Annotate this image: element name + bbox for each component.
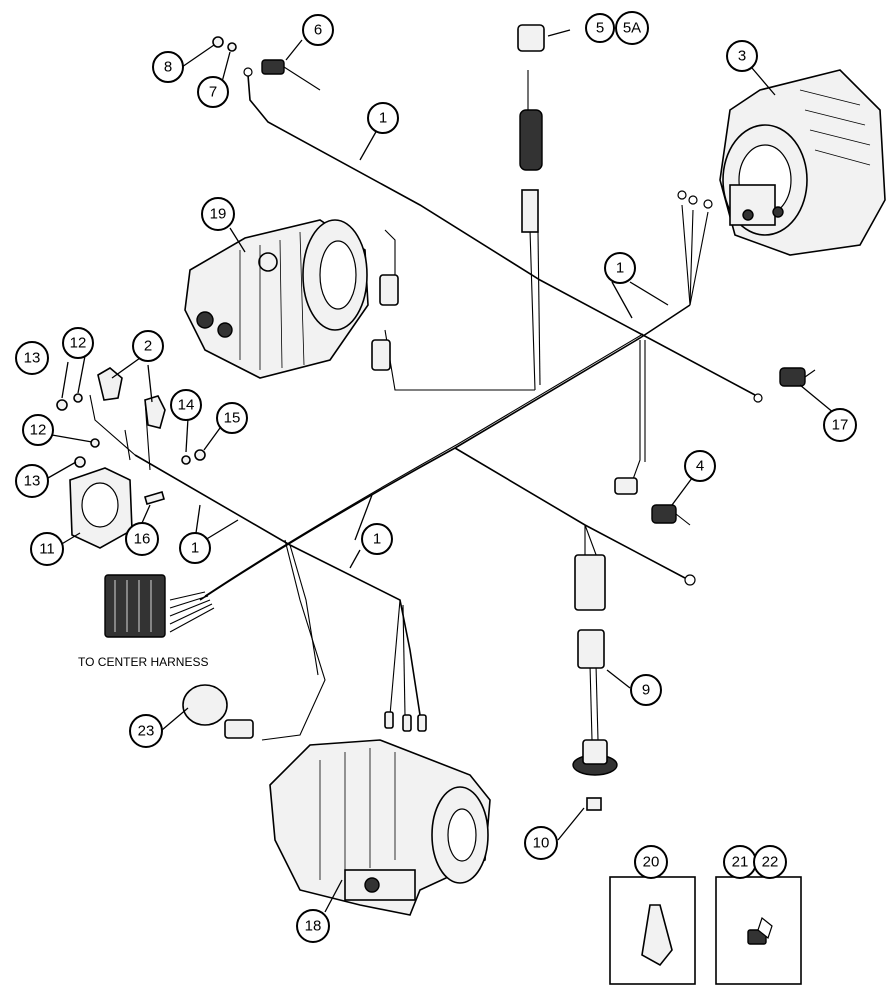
callout-1c-label: 1 (373, 531, 381, 548)
callout-3: 3 (726, 40, 758, 72)
callout-7: 7 (197, 76, 229, 108)
center-harness-connector (104, 574, 166, 638)
callout-2-label: 2 (144, 338, 152, 355)
callout-4-label: 4 (696, 458, 704, 475)
callout-11-label: 11 (39, 541, 55, 558)
callout-11: 11 (30, 532, 64, 566)
detail-box-20 (609, 876, 696, 985)
callout-6: 6 (302, 14, 334, 46)
callout-16-label: 16 (134, 531, 151, 548)
callout-13a: 13 (15, 341, 49, 375)
callout-19: 19 (201, 197, 235, 231)
callout-21: 21 (723, 845, 757, 879)
callout-15: 15 (216, 402, 248, 434)
callout-1d: 1 (179, 532, 211, 564)
connector-9 (572, 554, 618, 811)
pressure-switch-5 (517, 24, 545, 233)
callout-5a-label: 5A (623, 20, 641, 37)
callout-8: 8 (152, 51, 184, 83)
callout-17: 17 (823, 408, 857, 442)
callout-16: 16 (125, 522, 159, 556)
callout-1b: 1 (604, 252, 636, 284)
callout-12b: 12 (22, 414, 54, 446)
starter-motor (269, 739, 491, 916)
callout-14-label: 14 (178, 397, 195, 414)
callout-6-label: 6 (314, 22, 322, 39)
callout-13a-label: 13 (24, 350, 41, 367)
callouts: 5 5A 6 8 7 3 1 19 1 2 12 13 12 13 14 15 … (15, 11, 857, 943)
callout-9-label: 9 (642, 682, 650, 699)
callout-23: 23 (129, 714, 163, 748)
callout-8-label: 8 (164, 59, 172, 76)
callout-1d-label: 1 (191, 540, 199, 557)
relay-11 (69, 467, 133, 549)
sensor-23 (182, 684, 254, 739)
callout-12b-label: 12 (30, 422, 47, 439)
callout-2: 2 (132, 330, 164, 362)
callout-12a: 12 (62, 327, 94, 359)
callout-14: 14 (170, 389, 202, 421)
callout-5a: 5A (615, 11, 649, 45)
callout-5-label: 5 (596, 20, 604, 37)
callout-10: 10 (524, 826, 558, 860)
callout-21-label: 21 (732, 854, 749, 871)
switch-4 (651, 504, 691, 526)
small-hardware (56, 36, 763, 732)
alternator (719, 69, 886, 256)
callout-22-label: 22 (762, 854, 779, 871)
callout-13b: 13 (15, 464, 49, 498)
callout-3-label: 3 (738, 48, 746, 65)
callout-19-label: 19 (210, 206, 227, 223)
callout-1c: 1 (361, 523, 393, 555)
callout-23-label: 23 (138, 723, 155, 740)
callout-20: 20 (634, 845, 668, 879)
callout-13b-label: 13 (24, 473, 41, 490)
callout-4: 4 (684, 450, 716, 482)
terminal-caps-2 (97, 367, 166, 429)
harness-wires (89, 70, 756, 741)
callout-18: 18 (296, 909, 330, 943)
detail-box-21-22 (715, 876, 802, 985)
callout-5: 5 (585, 13, 615, 43)
callout-17-label: 17 (832, 417, 849, 434)
callout-1a: 1 (367, 102, 399, 134)
callout-9: 9 (630, 674, 662, 706)
callout-1b-label: 1 (616, 260, 624, 277)
callout-10-label: 10 (533, 835, 550, 852)
ac-compressor (184, 219, 369, 379)
callout-7-label: 7 (209, 84, 217, 101)
callout-20-label: 20 (643, 854, 660, 871)
callout-15-label: 15 (224, 410, 241, 427)
callout-1a-label: 1 (379, 110, 387, 127)
callout-22: 22 (753, 845, 787, 879)
callout-18-label: 18 (305, 918, 322, 935)
callout-12a-label: 12 (70, 335, 87, 352)
sender-6 (261, 59, 321, 91)
to-center-harness-note: TO CENTER HARNESS (78, 655, 208, 669)
switch-17 (779, 367, 816, 387)
